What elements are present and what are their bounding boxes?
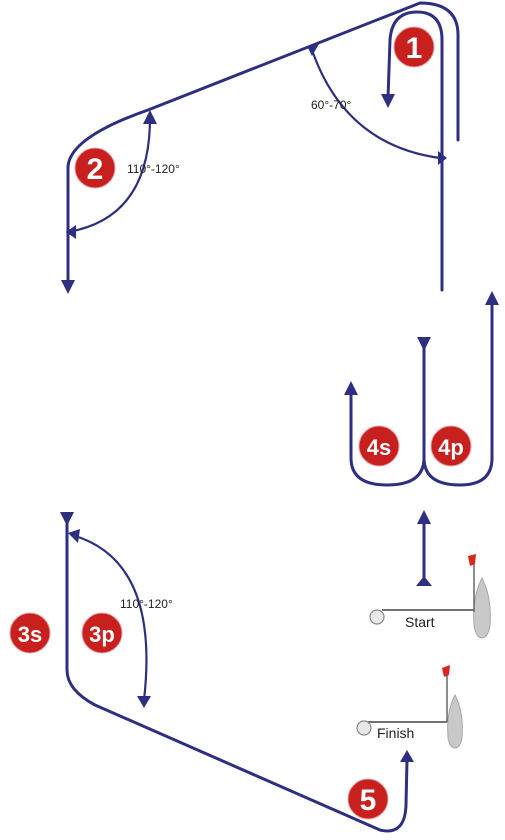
badge-label: 4p xyxy=(438,435,464,460)
badge-label: 3s xyxy=(18,622,42,647)
finish-buoy xyxy=(356,720,372,736)
arrowhead xyxy=(137,696,151,708)
maneuver-badge-2: 2 xyxy=(74,147,116,189)
badge-label: 5 xyxy=(360,784,377,817)
maneuver-badge-3s: 3s xyxy=(9,612,51,654)
maneuver-badge-4p: 4p xyxy=(430,425,472,467)
start-label: Start xyxy=(405,614,435,630)
route-outer-loop xyxy=(66,1,460,285)
angle-arc xyxy=(71,533,148,701)
angle-label-top-right: 60°-70° xyxy=(311,98,351,112)
arrowhead xyxy=(307,44,319,56)
arrowhead-up xyxy=(485,291,499,305)
angle-label-bottom-left: 110°-120° xyxy=(120,597,173,611)
angle-arc xyxy=(310,49,441,160)
badge-label: 1 xyxy=(406,32,423,65)
angle-arc xyxy=(67,117,152,234)
finish-boat xyxy=(447,693,463,749)
angle-label-top-left: 110°-120° xyxy=(127,162,180,176)
finish-label: Finish xyxy=(377,725,414,741)
arrowhead xyxy=(68,529,80,543)
arrowhead-down xyxy=(61,280,75,294)
arrowhead-up xyxy=(417,510,431,524)
maneuver-badge-5: 5 xyxy=(347,778,389,820)
start-line xyxy=(369,554,491,639)
route-main-loop xyxy=(386,10,444,292)
finish-flag xyxy=(442,665,450,677)
arrowhead-up xyxy=(416,576,432,586)
badge-label: 2 xyxy=(87,153,104,186)
arrowhead-down xyxy=(381,94,395,108)
start-flag xyxy=(468,554,476,566)
badge-label: 4s xyxy=(367,435,391,460)
arrowhead-down xyxy=(60,512,74,526)
badge-label: 3p xyxy=(89,622,115,647)
maneuver-badge-3p: 3p xyxy=(81,612,123,654)
arrowhead-up xyxy=(344,381,358,395)
start-buoy xyxy=(369,609,385,625)
maneuver-badge-1: 1 xyxy=(393,26,435,68)
start-boat xyxy=(473,576,491,639)
maneuver-badge-4s: 4s xyxy=(358,425,400,467)
arrowhead-up xyxy=(400,750,414,762)
arrowhead xyxy=(143,110,157,124)
arrowhead xyxy=(438,151,447,165)
finish-line xyxy=(356,665,463,749)
arrowhead-down xyxy=(417,337,431,351)
route-finish-leg xyxy=(65,518,409,833)
arrowhead xyxy=(66,225,76,239)
